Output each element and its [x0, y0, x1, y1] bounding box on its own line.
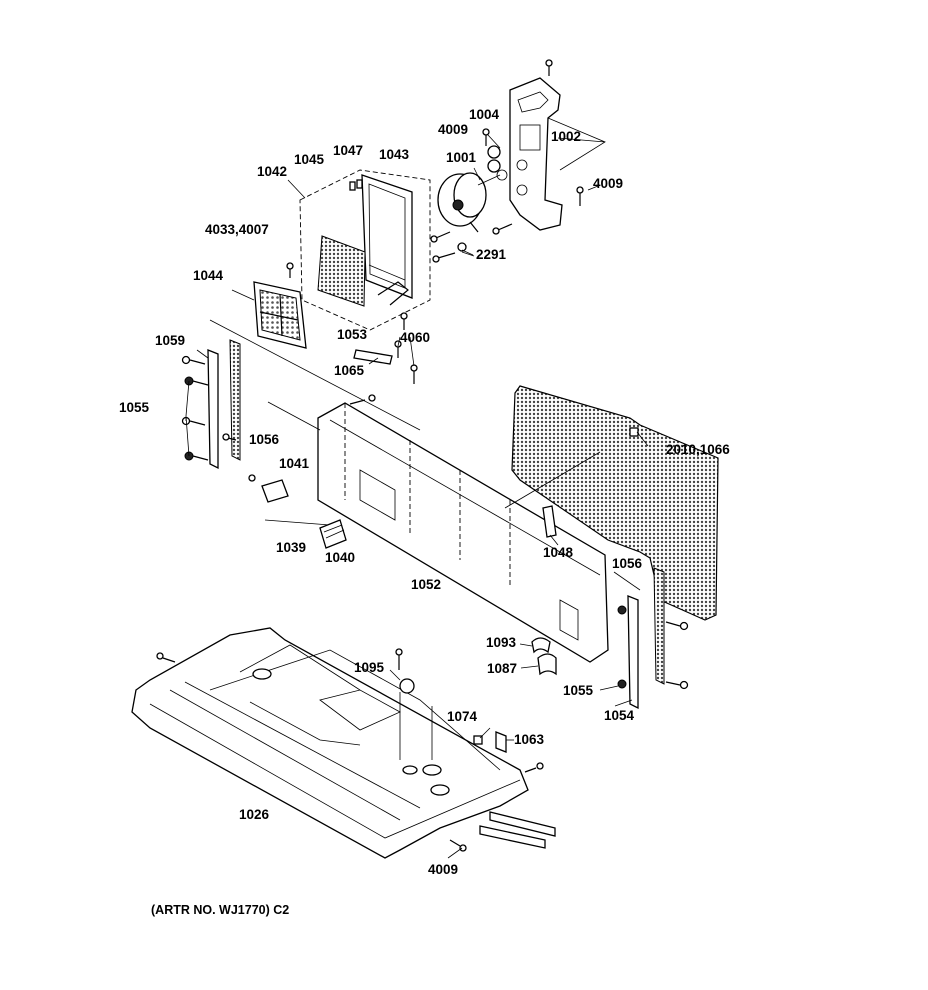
label-1059: 1059 [155, 333, 186, 348]
clip-1048 [542, 505, 557, 538]
label-1041: 1041 [279, 456, 310, 471]
part-1074-1063 [473, 731, 507, 753]
label-1052: 1052 [411, 577, 442, 592]
fan-motor-1001 [437, 169, 508, 233]
terminal-1039-1040 [319, 519, 347, 549]
screw-4009-left [482, 128, 490, 146]
label-1040: 1040 [325, 550, 356, 565]
side-rail-1054 [627, 595, 639, 710]
label-4060: 4060 [400, 330, 431, 345]
screws-1055-right [617, 605, 689, 690]
artwork-caption: (ARTR NO. WJ1770) C2 [151, 903, 290, 917]
filter-housing-1042 [287, 169, 431, 331]
label-1053: 1053 [337, 327, 368, 342]
grommet-1093-1087 [531, 637, 557, 676]
motor-bracket-1002 [509, 77, 606, 231]
label-4009-bottom: 4009 [428, 862, 459, 877]
screw-4009-top [545, 59, 553, 76]
label-1026: 1026 [239, 807, 270, 822]
seal-strip-1056-right [653, 567, 665, 685]
label-1055-left: 1055 [119, 400, 150, 415]
label-1042: 1042 [257, 164, 288, 179]
grille-1044 [253, 262, 307, 349]
label-1001: 1001 [446, 150, 477, 165]
spring-1053 [377, 281, 409, 306]
label-1055-right: 1055 [563, 683, 594, 698]
label-1093: 1093 [486, 635, 517, 650]
bushing-1004 [487, 134, 501, 173]
label-2291: 2291 [476, 247, 507, 262]
label-4009-top: 4009 [438, 122, 469, 137]
screws-2291 [430, 223, 513, 263]
base-pan-1026 [131, 627, 556, 859]
clip-1045-1047 [349, 179, 363, 191]
label-1054: 1054 [604, 708, 635, 723]
screw-4009-right [576, 185, 599, 206]
label-1095: 1095 [354, 660, 385, 675]
label-1063: 1063 [514, 732, 545, 747]
label-1047: 1047 [333, 143, 364, 158]
filter-panel-2010-1066 [504, 385, 719, 621]
label-1044: 1044 [193, 268, 224, 283]
seal-strip-1056-left [229, 339, 241, 461]
filter-mesh [317, 235, 366, 307]
label-4033-4007: 4033,4007 [205, 222, 269, 237]
leader-lines [185, 137, 649, 859]
label-1039: 1039 [276, 540, 307, 555]
side-rail-1059 [207, 349, 219, 470]
label-1048: 1048 [543, 545, 574, 560]
label-1074: 1074 [447, 709, 478, 724]
bracket-1065 [353, 340, 418, 384]
sensor-1095 [395, 648, 433, 760]
label-1002: 1002 [551, 129, 582, 144]
label-1056-left: 1056 [249, 432, 280, 447]
label-1087: 1087 [487, 661, 518, 676]
label-1004: 1004 [469, 107, 500, 122]
label-1045: 1045 [294, 152, 325, 167]
label-4009-right: 4009 [593, 176, 624, 191]
label-2010-1066: 2010,1066 [666, 442, 730, 457]
label-1043: 1043 [379, 147, 410, 162]
label-1056-right: 1056 [612, 556, 643, 571]
label-1065: 1065 [334, 363, 365, 378]
filter-frame-1043 [361, 174, 413, 299]
main-panel-1052 [209, 319, 609, 663]
screw-4060 [400, 312, 408, 330]
relay-1041 [248, 474, 289, 503]
